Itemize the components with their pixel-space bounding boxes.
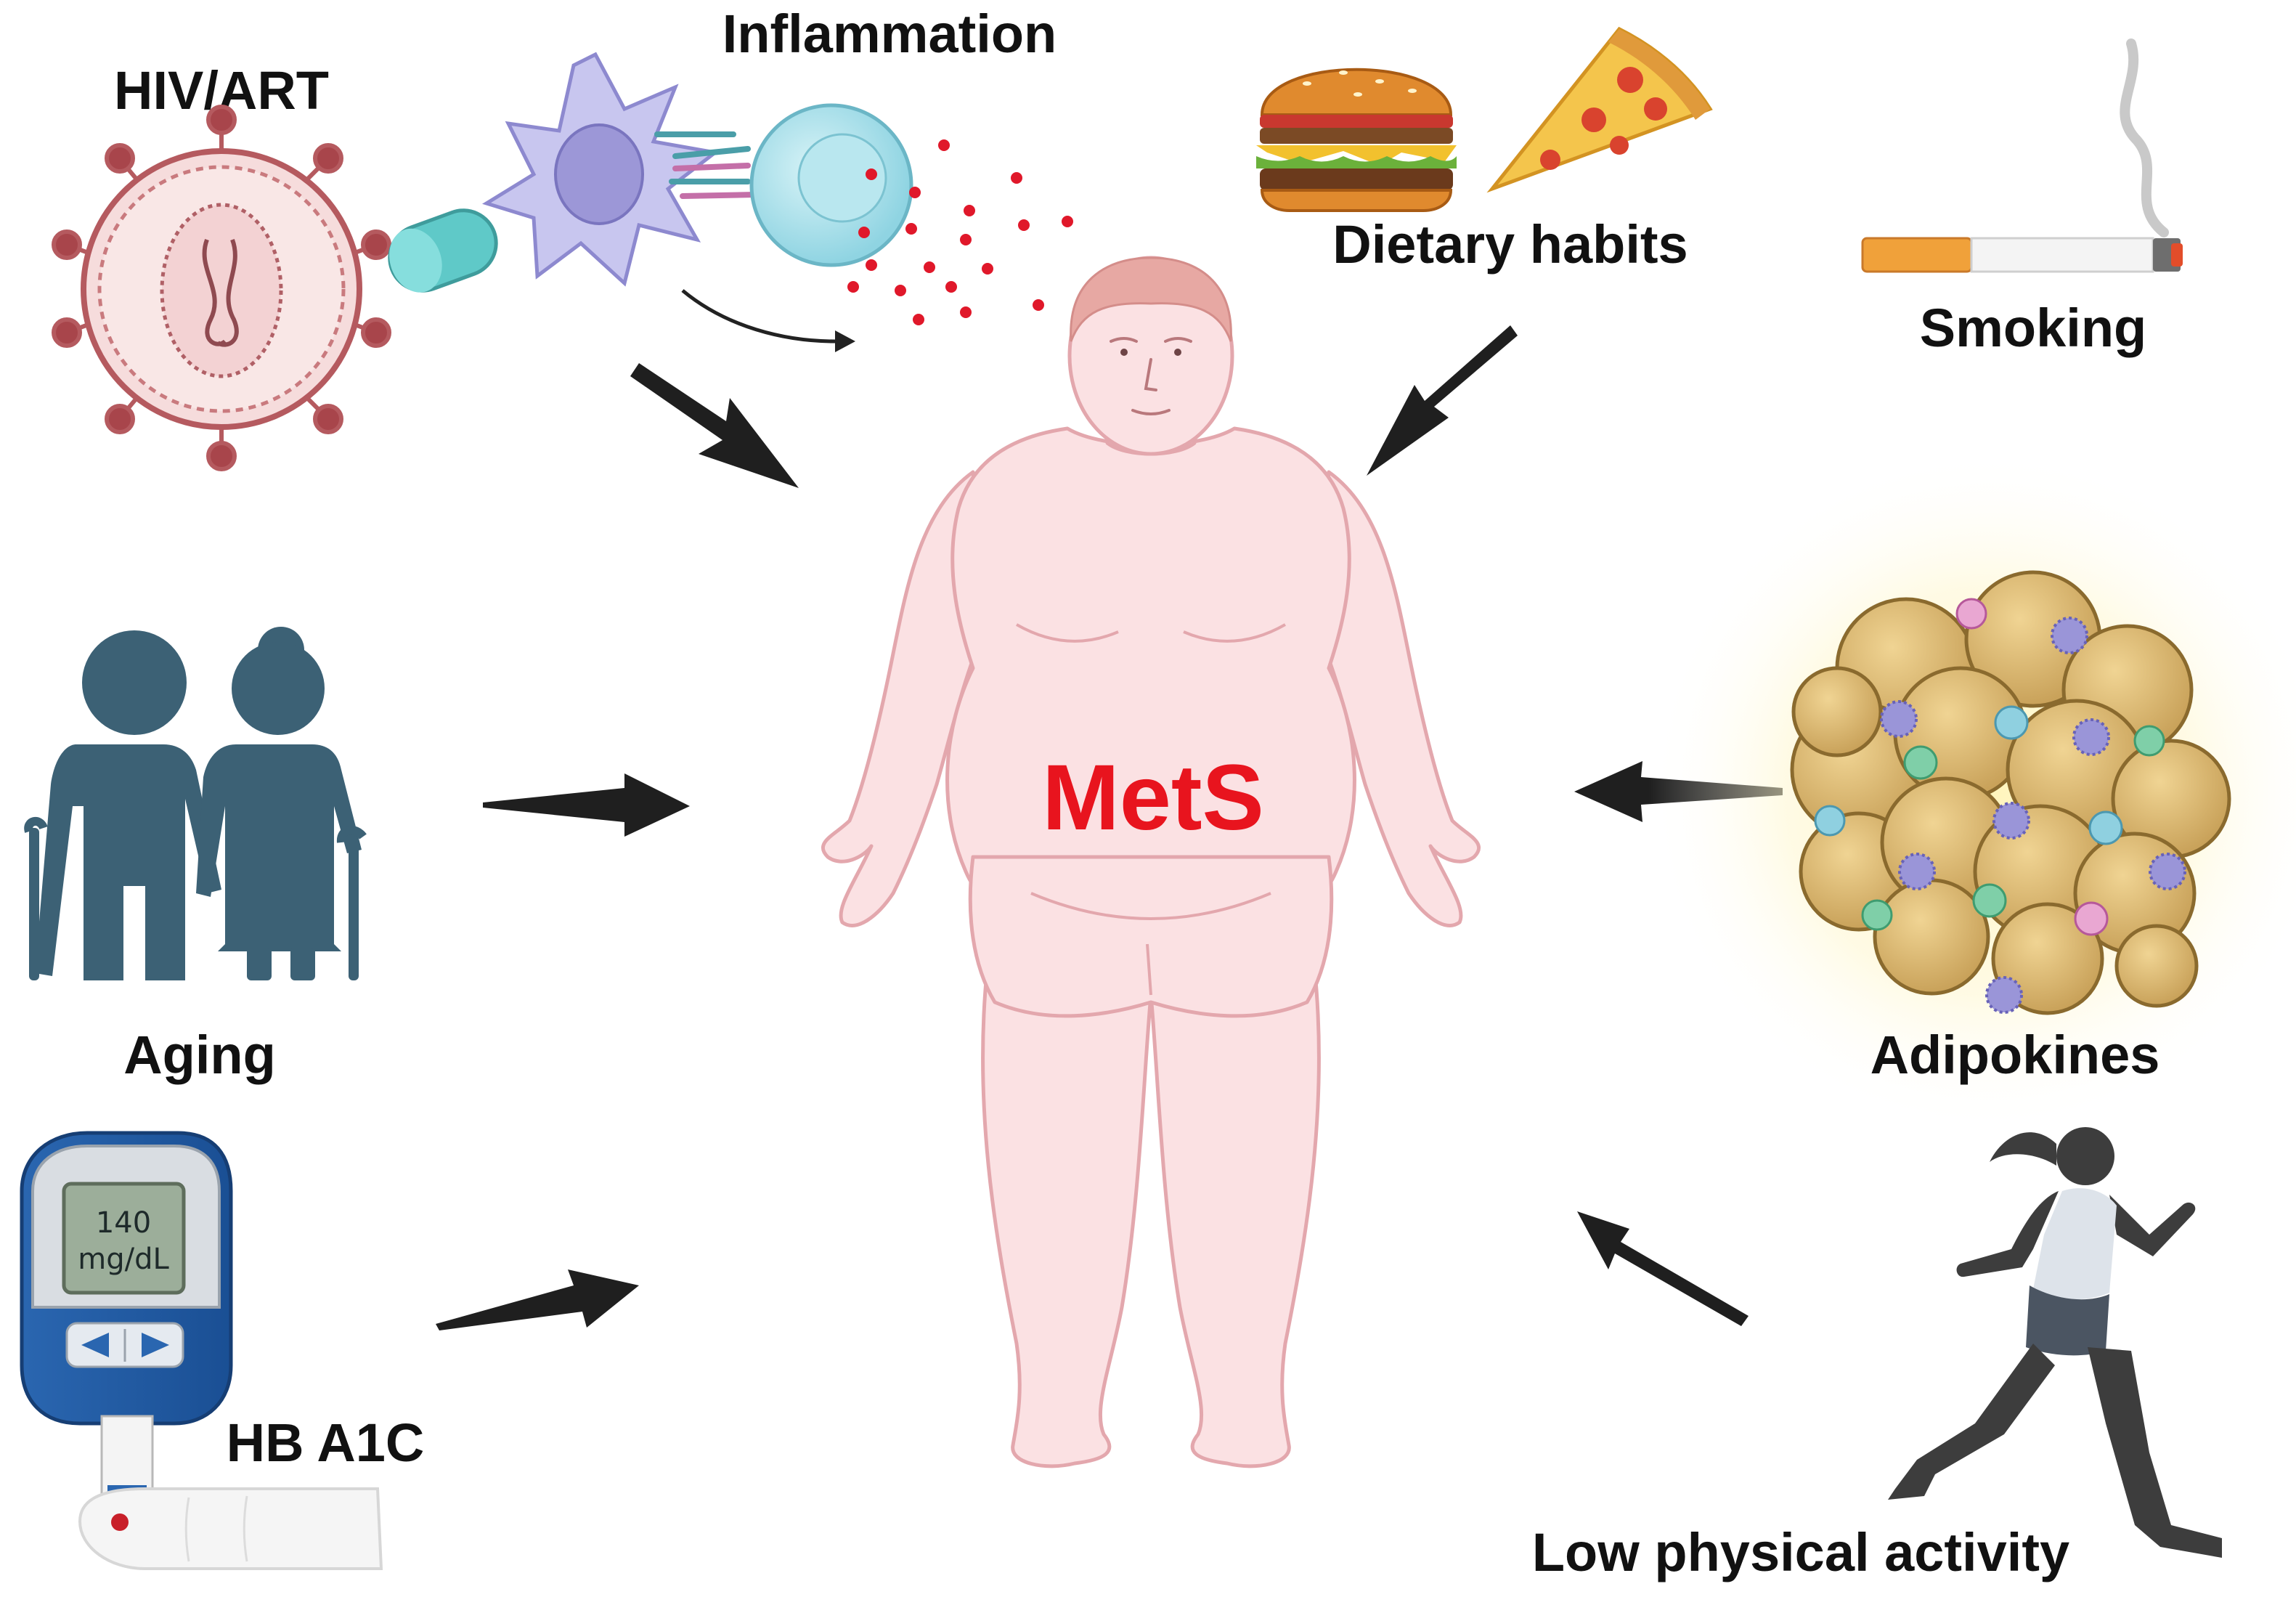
runner-tank-top <box>2033 1188 2117 1300</box>
person-left-arm <box>821 470 990 927</box>
person-contours <box>1016 623 1286 996</box>
arrow-icon <box>1367 325 1518 476</box>
meter-unit: mg/dL <box>78 1243 169 1276</box>
glucometer-icon: 140 mg/dL <box>20 1131 233 1514</box>
arrows <box>436 325 1783 1330</box>
label-hba1c: HB A1C <box>227 1413 425 1473</box>
person-hair <box>1070 256 1232 342</box>
virus-icon <box>52 105 391 471</box>
meter-value: 140 <box>96 1206 151 1240</box>
label-adipokines: Adipokines <box>1870 1025 2160 1085</box>
person-left-leg <box>981 964 1153 1468</box>
immune-cells-icon <box>481 52 1073 352</box>
elderly-couple-icon <box>24 627 367 980</box>
arrow-icon <box>630 363 799 488</box>
person-right-arm <box>1312 470 1481 927</box>
label-aging: Aging <box>123 1025 276 1085</box>
pizza-slice-icon <box>1486 26 1713 193</box>
arrow-icon <box>483 773 690 837</box>
obese-person-icon <box>821 256 1481 1468</box>
label-dietary-habits: Dietary habits <box>1332 214 1688 275</box>
label-low-physical-activity: Low physical activity <box>1532 1522 2069 1582</box>
finger-icon <box>78 1487 383 1570</box>
arrow-icon <box>1577 1211 1749 1326</box>
cigarette-icon <box>1861 38 2183 273</box>
person-right-leg <box>1149 964 1321 1468</box>
capsule-icon <box>388 208 498 293</box>
person-hips <box>968 855 1334 1018</box>
person-face <box>1110 337 1192 415</box>
runner-icon <box>1888 1127 2222 1558</box>
center-label: MetS <box>1042 746 1264 850</box>
burger-icon <box>1256 68 1457 212</box>
runner-shorts <box>2026 1285 2109 1356</box>
adipose-tissue-icon <box>1648 450 2296 1133</box>
label-inflammation: Inflammation <box>722 4 1057 64</box>
label-smoking: Smoking <box>1920 298 2146 358</box>
cytokine-dots <box>847 139 1073 325</box>
arrow-icon <box>436 1269 639 1330</box>
